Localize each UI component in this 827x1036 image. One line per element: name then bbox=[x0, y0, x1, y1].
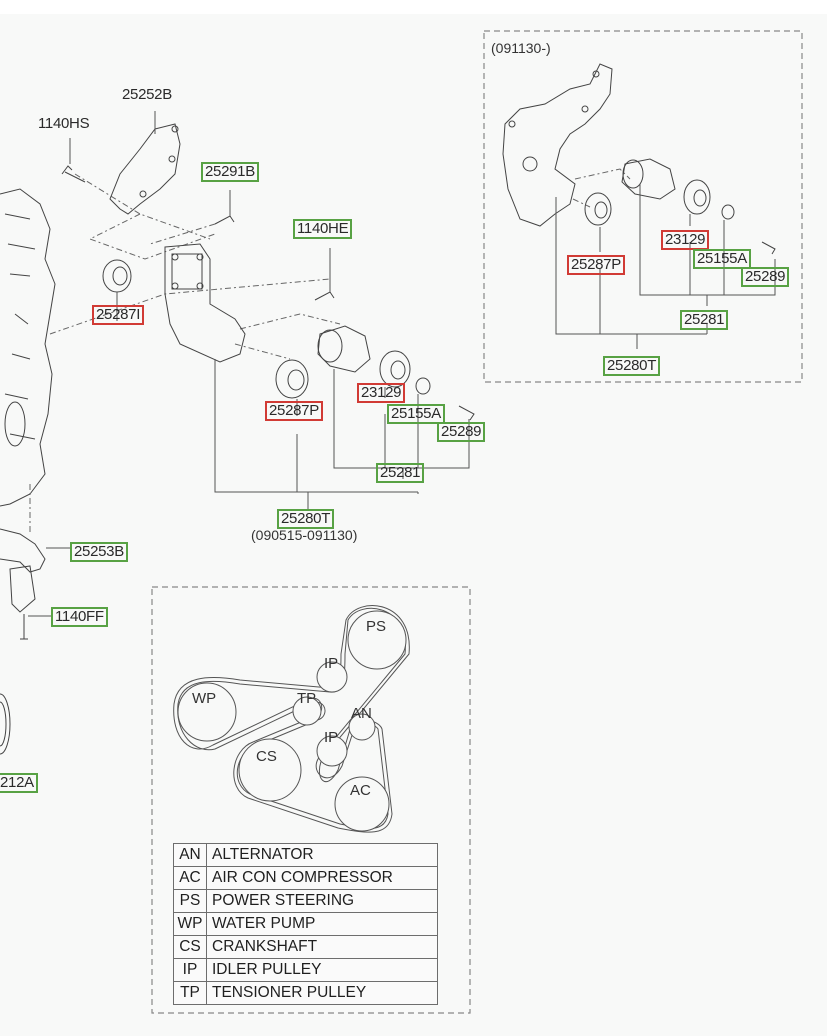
tensioner-bracket-drawing bbox=[164, 243, 246, 363]
pulley-label-PS: PS bbox=[366, 618, 387, 635]
pulley-label-IP-upper: IP bbox=[324, 655, 339, 672]
legend-code: CS bbox=[173, 935, 207, 959]
belt-path bbox=[177, 607, 406, 829]
inset-part-label-23129[interactable]: 23129 bbox=[661, 230, 710, 250]
pulley-label-AN: AN bbox=[351, 705, 372, 722]
pulley-label-WP: WP bbox=[192, 690, 217, 707]
legend-description: IDLER PULLEY bbox=[206, 958, 438, 982]
legend-code: WP bbox=[173, 912, 207, 936]
part-label-25281[interactable]: 25281 bbox=[376, 463, 425, 483]
inset-part-label-25155A[interactable]: 25155A bbox=[693, 249, 751, 269]
legend-code: AN bbox=[173, 843, 207, 867]
date-range-inset: (091130-) bbox=[491, 40, 551, 56]
pulley-label-AC: AC bbox=[350, 782, 371, 799]
legend-description: POWER STEERING bbox=[206, 889, 438, 913]
part-label-25287P[interactable]: 25287P bbox=[265, 401, 323, 421]
part-label-25291B[interactable]: 25291B bbox=[201, 162, 259, 182]
pulley-IP-lower bbox=[316, 735, 348, 767]
part-label-25280T[interactable]: 25280T bbox=[277, 509, 335, 529]
inset-part-label-25289[interactable]: 25289 bbox=[741, 267, 790, 287]
pulley-IP-upper bbox=[316, 661, 348, 693]
part-label-25287I[interactable]: 25287I bbox=[92, 305, 145, 325]
engine-block-drawing bbox=[0, 188, 56, 507]
inset-part-label-25281[interactable]: 25281 bbox=[680, 310, 729, 330]
part-label-25252B: 25252B bbox=[122, 86, 172, 103]
belt-routing-box bbox=[151, 586, 471, 1014]
part-label-1140HE[interactable]: 1140HE bbox=[293, 219, 353, 239]
pulley-TP bbox=[292, 696, 322, 726]
legend-code: PS bbox=[173, 889, 207, 913]
part-label-25253B[interactable]: 25253B bbox=[70, 542, 128, 562]
inset-bracket-drawing bbox=[502, 63, 613, 227]
pulley-CS bbox=[238, 738, 302, 802]
legend-description: WATER PUMP bbox=[206, 912, 438, 936]
legend-description: CRANKSHAFT bbox=[206, 935, 438, 959]
legend-code: TP bbox=[173, 981, 207, 1005]
diagram-linework bbox=[0, 30, 803, 1014]
pulley-label-CS: CS bbox=[256, 748, 277, 765]
part-label-1140HS: 1140HS bbox=[38, 115, 90, 132]
bracket-25252B-drawing bbox=[109, 123, 181, 215]
part-label-23129[interactable]: 23129 bbox=[357, 383, 406, 403]
inset-part-label-25280T[interactable]: 25280T bbox=[603, 356, 661, 376]
part-label-25289[interactable]: 25289 bbox=[437, 422, 486, 442]
pulley-AC bbox=[334, 776, 390, 832]
part-label-1140FF[interactable]: 1140FF bbox=[51, 607, 108, 627]
legend-description: TENSIONER PULLEY bbox=[206, 981, 438, 1005]
legend-code: AC bbox=[173, 866, 207, 890]
inset-box bbox=[483, 30, 803, 383]
inset-part-label-25287P[interactable]: 25287P bbox=[567, 255, 625, 275]
legend-description: ALTERNATOR bbox=[206, 843, 438, 867]
legend-code: IP bbox=[173, 958, 207, 982]
pulley-AN bbox=[348, 713, 376, 741]
legend-description: AIR CON COMPRESSOR bbox=[206, 866, 438, 890]
date-range-main: (090515-091130) bbox=[251, 527, 358, 543]
diagram-canvas: 1140HS 25252B 25291B 1140HE 25287I 23129… bbox=[0, 14, 827, 1036]
part-label-25155A[interactable]: 25155A bbox=[387, 404, 445, 424]
pulley-PS bbox=[347, 610, 407, 670]
pulley-WP bbox=[177, 682, 237, 742]
pulley-label-TP: TP bbox=[297, 690, 317, 707]
part-label-212A[interactable]: 212A bbox=[0, 773, 38, 793]
pulley-label-IP-lower: IP bbox=[324, 729, 339, 746]
